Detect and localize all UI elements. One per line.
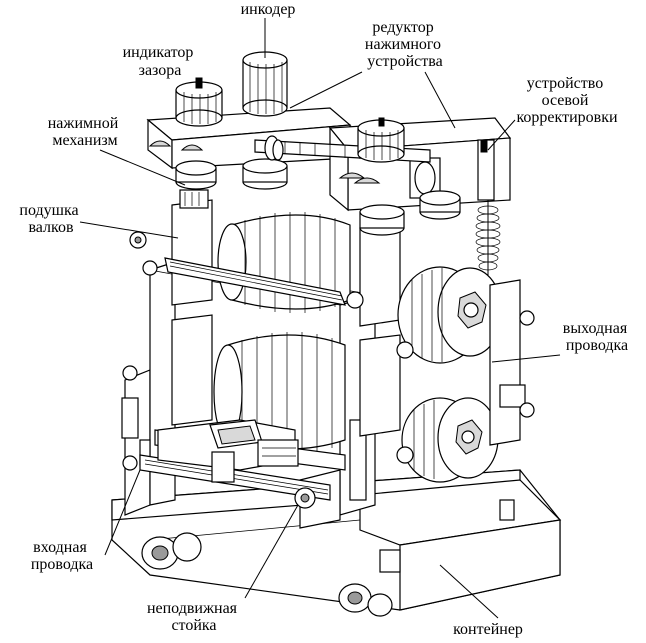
encoder-unit (242, 51, 288, 117)
label-entry-guide: входная проводка (31, 539, 93, 573)
label-screwdown-mechanism: нажимной механизм (48, 115, 123, 149)
second-gear-cap (357, 117, 405, 163)
label-fixed-stand: неподвижная стойка (147, 600, 241, 634)
label-axial-adjustment: устройство осевой корректировки (516, 75, 618, 126)
container-base (111, 469, 562, 617)
label-container: контейнер (453, 621, 523, 638)
entry-guide (157, 419, 316, 509)
label-roll-chock: подушка валков (19, 202, 82, 236)
label-screwdown-reducer: редуктор нажимного устройства (365, 19, 445, 70)
exit-guide-upper-disc (397, 266, 503, 364)
label-gap-indicator: индикатор зазора (123, 44, 198, 79)
gap-indicator-unit (175, 77, 223, 127)
side-bolts (122, 231, 147, 471)
label-encoder: инкодер (241, 1, 296, 18)
label-exit-guide: выходная проводка (563, 320, 631, 354)
lower-roll (213, 332, 346, 454)
exit-guide-frame (396, 279, 535, 464)
exit-guide-lower-disc (401, 397, 499, 483)
axial-adjustment-device (475, 139, 501, 290)
leader-lines (79, 18, 561, 619)
screwdown-gears (175, 158, 461, 236)
